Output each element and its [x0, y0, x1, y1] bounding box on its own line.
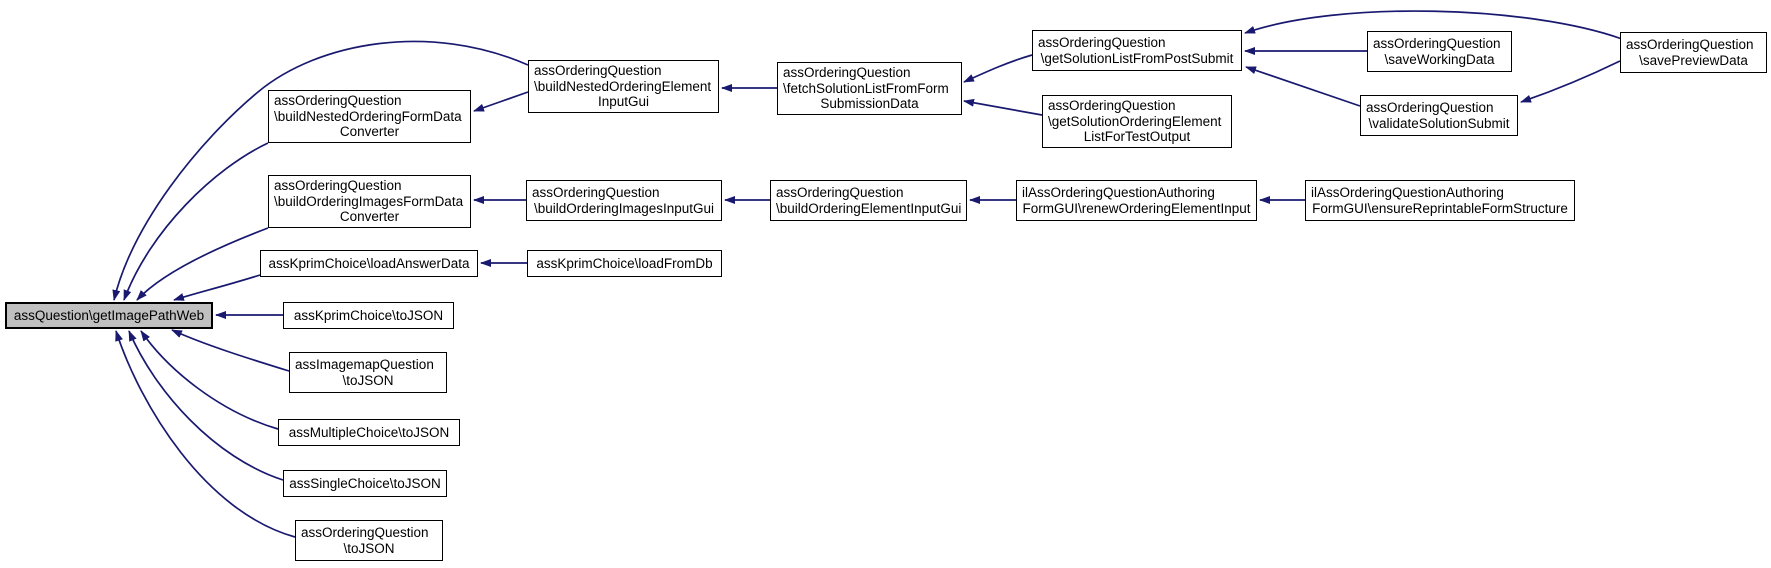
- edge-save-preview-data-to-validate-solution-submit: [1520, 60, 1621, 103]
- edge-imagemap-to-json-to-get-image-path-web: [171, 329, 290, 372]
- node-label-line: assOrderingQuestion: [1038, 35, 1166, 50]
- graph-node-kprim-to-json[interactable]: assKprimChoice\toJSON: [283, 302, 454, 329]
- node-label-line: assOrderingQuestion: [776, 185, 904, 200]
- edge-multiple-choice-to-json-to-get-image-path-web: [140, 330, 279, 430]
- node-label-line: assOrderingQuestion: [1373, 36, 1501, 51]
- node-label-line: assOrderingQuestion: [274, 93, 402, 109]
- node-label-line: \buildOrderingImagesInputGui: [533, 200, 715, 216]
- node-label-line: assOrderingQuestion: [1048, 98, 1176, 114]
- node-label-line: Converter: [339, 209, 400, 225]
- edge-build-ordering-images-form-data-converter-to-get-image-path-web: [136, 227, 269, 301]
- node-label-line: \getSolutionOrderingElement: [1048, 113, 1222, 129]
- graph-node-validate-solution-submit[interactable]: assOrderingQuestion\validateSolutionSubm…: [1360, 95, 1518, 136]
- node-label-line: assOrderingQuestion: [274, 178, 402, 194]
- edge-save-preview-data-to-get-solution-list-from-post-submit: [1244, 10, 1623, 40]
- graph-node-build-ordering-element-input-gui[interactable]: assOrderingQuestion\buildOrderingElement…: [770, 180, 967, 221]
- node-label-line: \saveWorkingData: [1384, 51, 1495, 67]
- node-label-line: assKprimChoice\loadAnswerData: [268, 255, 470, 271]
- graph-node-fetch-solution-list-from-form-submission-data[interactable]: assOrderingQuestion\fetchSolutionListFro…: [777, 62, 962, 115]
- node-label-line: Converter: [339, 124, 400, 140]
- edge-ordering-to-json-to-get-image-path-web: [115, 330, 296, 538]
- node-label-line: \toJSON: [343, 540, 395, 556]
- node-label-line: ilAssOrderingQuestionAuthoring: [1311, 185, 1504, 200]
- graph-node-single-choice-to-json[interactable]: assSingleChoice\toJSON: [283, 470, 447, 497]
- node-label-line: \validateSolutionSubmit: [1368, 115, 1510, 131]
- graph-node-multiple-choice-to-json[interactable]: assMultipleChoice\toJSON: [278, 419, 460, 446]
- node-label-line: assMultipleChoice\toJSON: [288, 424, 450, 440]
- node-label-line: \savePreviewData: [1639, 52, 1748, 68]
- graph-node-get-solution-ordering-element-list-for-test-output[interactable]: assOrderingQuestion\getSolutionOrderingE…: [1042, 95, 1232, 148]
- node-label-line: FormGUI\ensureReprintableFormStructure: [1312, 200, 1568, 216]
- graph-node-imagemap-to-json[interactable]: assImagemapQuestion\toJSON: [289, 352, 447, 393]
- edge-build-nested-ordering-element-input-gui-to-build-nested-ordering-form-data-converter: [473, 91, 529, 112]
- edge-single-choice-to-json-to-get-image-path-web: [128, 330, 284, 481]
- graph-node-build-nested-ordering-element-input-gui[interactable]: assOrderingQuestion\buildNestedOrderingE…: [528, 60, 719, 113]
- edge-build-nested-ordering-element-input-gui-to-get-image-path-web: [112, 40, 529, 301]
- graph-node-load-from-db[interactable]: assKprimChoice\loadFromDb: [527, 250, 722, 277]
- node-label-line: assImagemapQuestion: [295, 357, 434, 372]
- graph-node-get-solution-list-from-post-submit[interactable]: assOrderingQuestion\getSolutionListFromP…: [1032, 30, 1242, 71]
- node-label-line: SubmissionData: [820, 96, 919, 112]
- node-label-line: FormGUI\renewOrderingElementInput: [1022, 200, 1251, 216]
- node-label-line: \fetchSolutionListFromForm: [783, 80, 949, 96]
- edge-get-solution-list-from-post-submit-to-fetch-solution-list-from-form-submission-data: [963, 54, 1033, 83]
- node-label-line: assOrderingQuestion: [532, 185, 660, 200]
- graph-node-build-ordering-images-input-gui[interactable]: assOrderingQuestion\buildOrderingImagesI…: [526, 180, 722, 221]
- graph-node-save-working-data[interactable]: assOrderingQuestion\saveWorkingData: [1367, 31, 1512, 72]
- graph-node-save-preview-data[interactable]: assOrderingQuestion\savePreviewData: [1620, 32, 1767, 73]
- node-label-line: \toJSON: [342, 372, 394, 388]
- edge-get-solution-ordering-element-list-for-test-output-to-fetch-solution-list-from-form-submission-data: [963, 98, 1043, 116]
- node-label-line: assOrderingQuestion: [301, 525, 429, 540]
- node-label-line: ilAssOrderingQuestionAuthoring: [1022, 185, 1215, 200]
- node-label-line: assOrderingQuestion: [1626, 37, 1754, 52]
- node-label-line: \buildOrderingElementInputGui: [776, 200, 962, 216]
- node-label-line: assSingleChoice\toJSON: [289, 475, 441, 491]
- graph-node-build-nested-ordering-form-data-converter[interactable]: assOrderingQuestion\buildNestedOrderingF…: [268, 90, 471, 143]
- edge-validate-solution-submit-to-get-solution-list-from-post-submit: [1245, 66, 1361, 107]
- node-label-line: \buildNestedOrderingElement: [534, 78, 712, 94]
- node-label-line: ListForTestOutput: [1083, 129, 1191, 145]
- graph-node-load-answer-data[interactable]: assKprimChoice\loadAnswerData: [260, 250, 478, 277]
- node-label-line: assQuestion\getImagePathWeb: [13, 307, 205, 323]
- edge-build-nested-ordering-form-data-converter-to-get-image-path-web: [123, 142, 269, 301]
- edge-load-answer-data-to-get-image-path-web: [173, 274, 261, 301]
- node-label-line: InputGui: [597, 94, 650, 110]
- node-label-line: \buildOrderingImagesFormData: [274, 193, 464, 209]
- node-label-line: assKprimChoice\toJSON: [293, 307, 444, 323]
- node-label-line: \buildNestedOrderingFormData: [274, 108, 462, 124]
- graph-node-ordering-to-json[interactable]: assOrderingQuestion\toJSON: [295, 520, 443, 561]
- node-label-line: \getSolutionListFromPostSubmit: [1040, 50, 1234, 66]
- node-label-line: assOrderingQuestion: [534, 63, 662, 79]
- node-label-line: assKprimChoice\loadFromDb: [536, 255, 713, 271]
- graph-node-build-ordering-images-form-data-converter[interactable]: assOrderingQuestion\buildOrderingImagesF…: [268, 175, 471, 228]
- graph-node-get-image-path-web[interactable]: assQuestion\getImagePathWeb: [5, 302, 213, 329]
- node-label-line: assOrderingQuestion: [1366, 100, 1494, 115]
- node-label-line: assOrderingQuestion: [783, 65, 911, 81]
